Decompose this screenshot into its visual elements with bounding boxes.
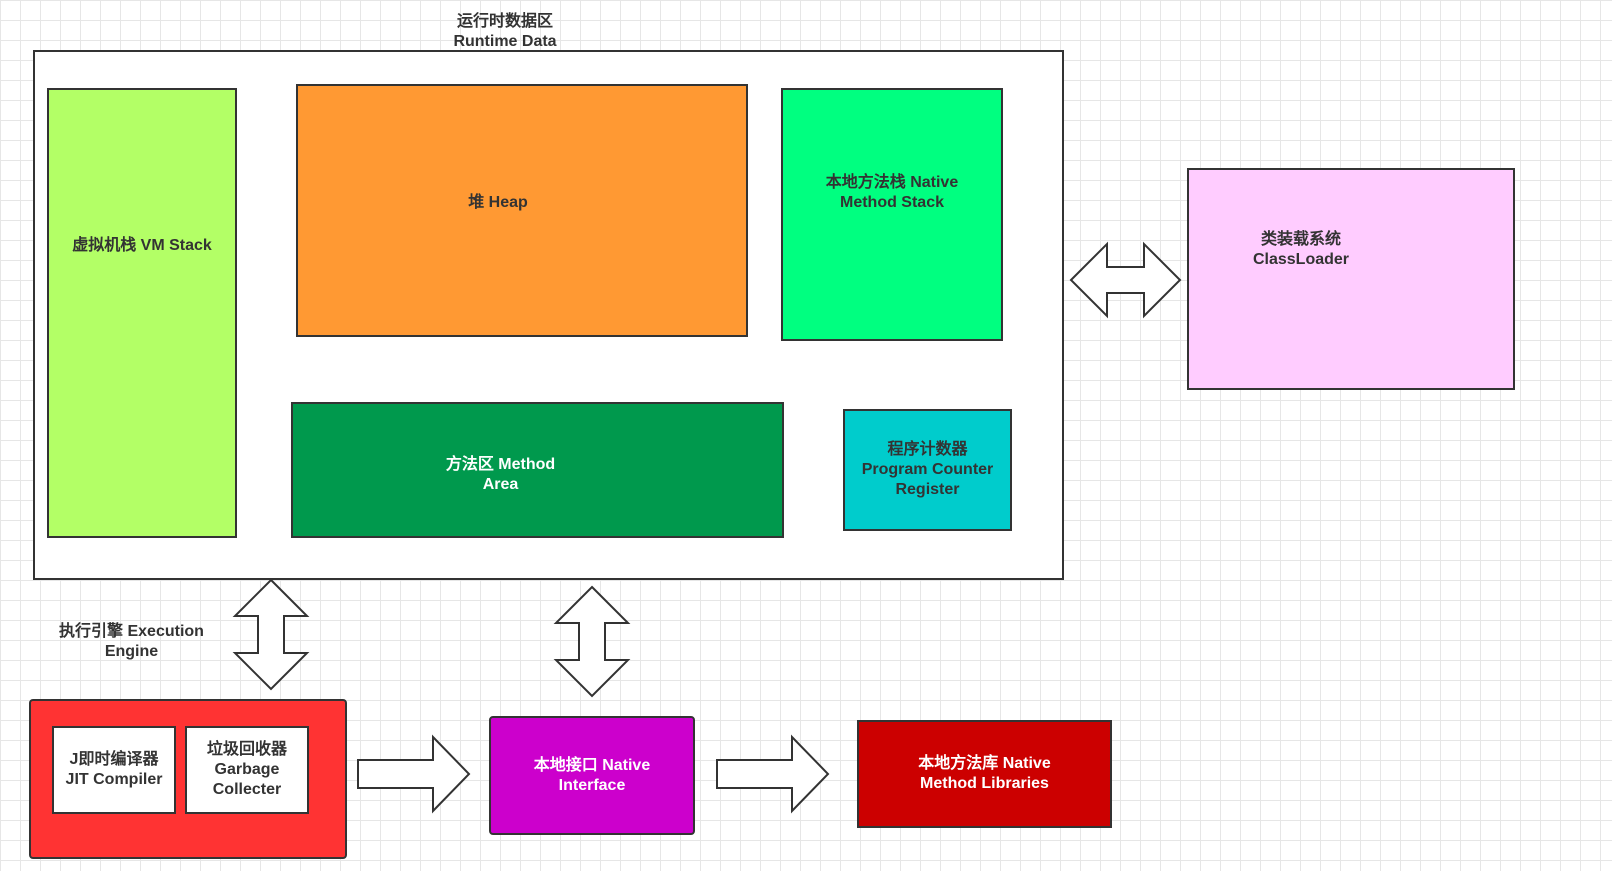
heap-box[interactable]: 堆 Heap	[296, 84, 748, 337]
jit-compiler-label: J即时编译器 JIT Compiler	[65, 751, 163, 788]
native-interface-label: 本地接口 Native Interface	[533, 756, 651, 794]
native-libraries-label: 本地方法库 Native Method Libraries	[918, 755, 1051, 792]
vm-stack-label: 虚拟机栈 VM Stack	[72, 237, 212, 254]
native-libraries-box[interactable]: 本地方法库 Native Method Libraries	[857, 720, 1112, 828]
native-method-stack-label: 本地方法栈 Native Method Stack	[825, 173, 959, 211]
classloader-double-arrow	[1069, 241, 1182, 319]
vm-stack-box[interactable]: 虚拟机栈 VM Stack	[47, 88, 237, 538]
interface-to-libraries-arrow	[716, 734, 830, 814]
garbage-collector-label: 垃圾回收器 Garbage Collecter	[206, 741, 287, 798]
execution-engine-vertical-arrow	[232, 578, 310, 691]
native-interface-box[interactable]: 本地接口 Native Interface	[489, 716, 695, 835]
program-counter-label: 程序计数器 Program Counter Register	[861, 441, 994, 498]
native-interface-vertical-arrow	[553, 585, 631, 698]
jit-compiler-box[interactable]: J即时编译器 JIT Compiler	[52, 726, 176, 814]
class-loader-box[interactable]: 类装载系统 ClassLoader	[1187, 168, 1515, 390]
heap-label: 堆 Heap	[468, 193, 528, 211]
method-area-label: 方法区 Method Area	[445, 456, 556, 493]
method-area-box[interactable]: 方法区 Method Area	[291, 402, 784, 538]
native-method-stack-box[interactable]: 本地方法栈 Native Method Stack	[781, 88, 1003, 341]
execution-engine-label: 执行引擎 Execution Engine	[59, 623, 204, 660]
execution-to-interface-arrow	[357, 734, 471, 814]
class-loader-label: 类装载系统 ClassLoader	[1252, 231, 1350, 268]
garbage-collector-box[interactable]: 垃圾回收器 Garbage Collecter	[185, 726, 309, 814]
program-counter-box[interactable]: 程序计数器 Program Counter Register	[843, 409, 1012, 531]
